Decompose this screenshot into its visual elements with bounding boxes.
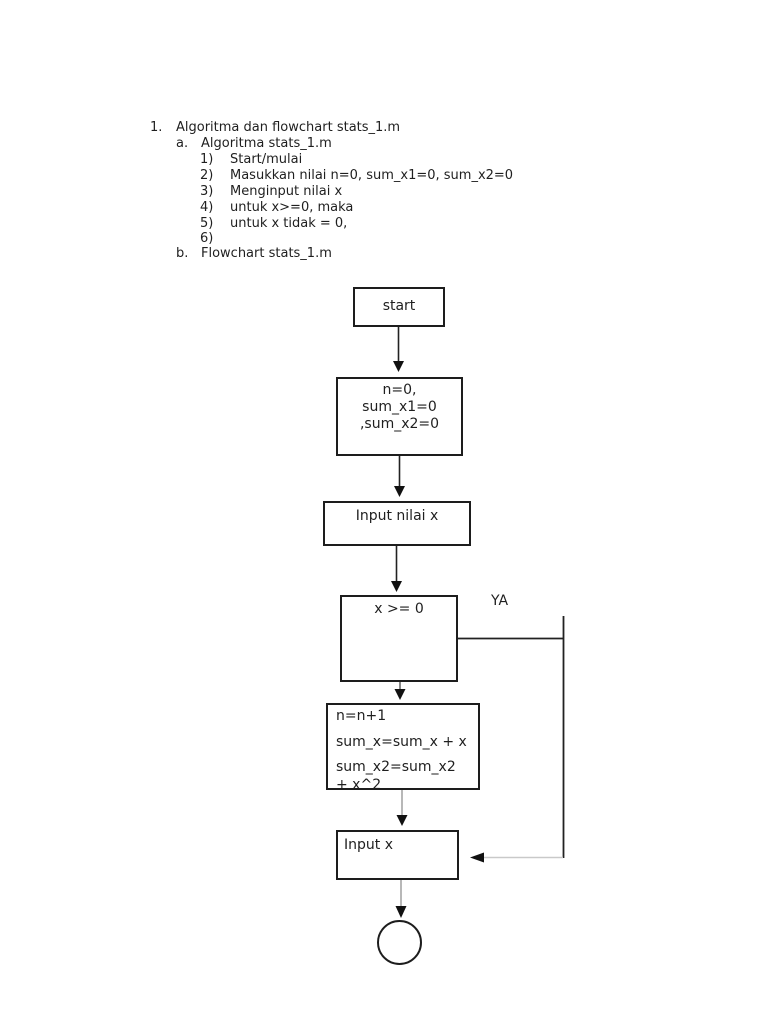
outline-marker: 1): [200, 152, 214, 167]
outline-text: Algoritma dan flowchart stats_1.m: [176, 120, 401, 135]
outline-step-4: 4) untuk x>=0, maka: [200, 200, 353, 215]
condition-label: x >= 0: [374, 601, 424, 617]
outline-step-5: 5) untuk x tidak = 0,: [200, 216, 347, 231]
outline-marker: 3): [200, 184, 214, 199]
start-label: start: [382, 298, 416, 314]
init-line: n=0,: [382, 382, 417, 398]
outline-step-3: 3) Menginput nilai x: [200, 184, 342, 199]
outline-text: untuk x>=0, maka: [230, 200, 354, 215]
flowchart-condition-box: x >= 0: [340, 595, 458, 682]
outline-marker: 5): [200, 216, 214, 231]
flowchart-start-box: start: [353, 287, 445, 327]
flowchart-input-nilai-box: Input nilai x: [323, 501, 471, 546]
outline-step-1: 1) Start/mulai: [200, 152, 302, 167]
arrowhead-update-to-inputx: [396, 815, 408, 826]
flowchart-input-x-box: Input x: [336, 830, 459, 880]
outline-item-b: b. Flowchart stats_1.m: [176, 246, 332, 261]
outline-item-a: a. Algoritma stats_1.m: [176, 136, 332, 151]
update-line: n=n+1: [336, 708, 387, 724]
outline-text: Flowchart stats_1.m: [201, 246, 332, 261]
init-line: ,sum_x2=0: [359, 416, 440, 432]
outline-marker: 1.: [150, 120, 163, 135]
arrowhead-cond-to-update: [394, 689, 406, 700]
update-line: + x^2: [336, 777, 382, 790]
outline-text: Menginput nilai x: [230, 184, 343, 199]
outline-marker: 6): [200, 231, 214, 246]
update-line: sum_x=sum_x + x: [336, 734, 467, 750]
outline-marker: a.: [176, 136, 189, 151]
outline-text: Algoritma stats_1.m: [201, 136, 332, 151]
outline-step-2: 2) Masukkan nilai n=0, sum_x1=0, sum_x2=0: [200, 168, 513, 183]
flowchart-init-box: n=0, sum_x1=0 ,sum_x2=0: [336, 377, 463, 456]
outline-marker: 2): [200, 168, 214, 183]
outline-marker: 4): [200, 200, 214, 215]
outline-step-6: 6): [200, 231, 230, 246]
flowchart-update-box: n=n+1 sum_x=sum_x + x sum_x2=sum_x2 + x^…: [326, 703, 480, 790]
arrowhead-loop-back: [470, 852, 484, 863]
arrowhead-input-to-cond: [391, 581, 402, 592]
outline-text: Start/mulai: [230, 152, 303, 167]
branch-yes-label: YA: [491, 593, 509, 609]
outline-text: untuk x tidak = 0,: [230, 216, 348, 231]
arrowhead-init-to-input: [394, 486, 405, 497]
input-nilai-label: Input nilai x: [355, 508, 439, 524]
init-line: sum_x1=0: [362, 399, 437, 415]
outline-text: Masukkan nilai n=0, sum_x1=0, sum_x2=0: [230, 168, 514, 183]
flowchart-connector-circle: [377, 920, 422, 965]
outline-marker: b.: [176, 246, 189, 261]
update-line: sum_x2=sum_x2: [336, 759, 456, 775]
arrowhead-inputx-to-circle: [395, 906, 407, 918]
input-x-label: Input x: [344, 837, 393, 853]
outline-item-1: 1. Algoritma dan flowchart stats_1.m: [150, 120, 400, 135]
arrowhead-start-to-init: [393, 361, 404, 372]
